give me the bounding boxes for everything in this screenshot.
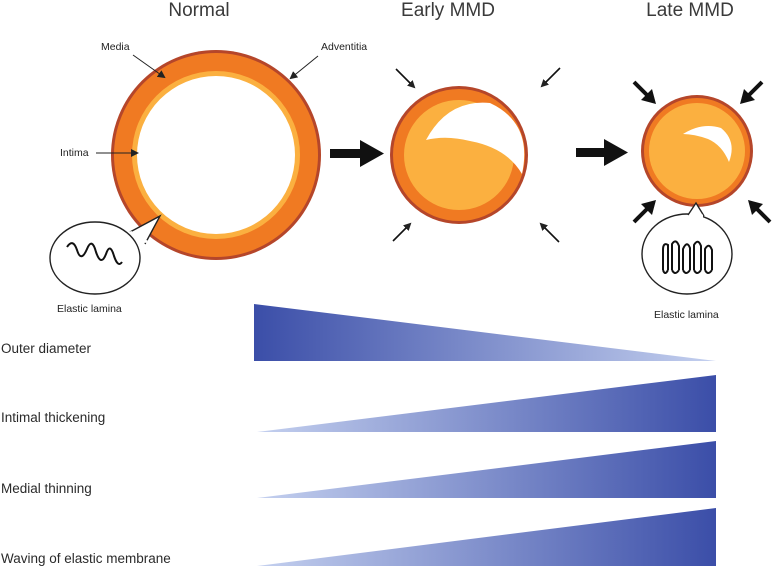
normal-lumen [137, 76, 295, 234]
elastic-lamina-bubble-normal [49, 214, 162, 295]
progression-arrow-2 [576, 139, 628, 166]
progression-arrow-1 [330, 140, 384, 167]
increasing-wedge-medial-thinning [257, 441, 716, 498]
compression-arrow-late-tl [632, 80, 650, 98]
late-lumen [683, 126, 732, 162]
trend-label-medial-thinning: Medial thinning [1, 481, 92, 496]
trend-outer-diameter: Outer diameter [1, 304, 716, 361]
compression-arrow-early-tl [395, 68, 416, 89]
compression-arrows-late [632, 80, 772, 224]
label-elastic-lamina-late: Elastic lamina [654, 309, 719, 321]
media-pointer-arrow [132, 54, 166, 79]
label-adventitia: Adventitia [321, 41, 367, 53]
bubble-tail-late [687, 201, 705, 217]
compression-arrow-early-bl [392, 222, 412, 242]
adventitia-pointer-arrow [289, 55, 319, 80]
waved-elastic-lamina-folds [662, 240, 713, 270]
trend-label-intimal-thickening: Intimal thickening [1, 410, 105, 425]
label-elastic-lamina-normal: Elastic lamina [57, 303, 122, 315]
late-mmd-vessel [641, 95, 753, 207]
late-intima-layer [649, 103, 745, 199]
increasing-wedge-intimal-thickening [257, 375, 716, 432]
compression-arrow-early-tr [540, 67, 561, 88]
elastic-lamina-bubble-late [641, 201, 733, 295]
trend-medial-thinning: Medial thinning [1, 441, 716, 498]
early-lumen [426, 102, 525, 174]
increasing-wedge-waving-elastic-membrane [257, 508, 716, 566]
compression-arrow-late-tr [746, 80, 764, 98]
trend-label-waving-elastic-membrane: Waving of elastic membrane [1, 551, 171, 566]
straight-elastic-lamina-wave [66, 242, 123, 265]
label-intima: Intima [60, 147, 89, 159]
stage-title-late-mmd: Late MMD [646, 0, 734, 21]
stage-title-early-mmd: Early MMD [401, 0, 495, 21]
early-mmd-vessel [390, 86, 528, 224]
normal-vessel [111, 50, 321, 260]
compression-arrow-early-br [539, 222, 560, 243]
bubble-late [641, 213, 733, 295]
label-media: Media [101, 41, 130, 53]
compression-arrow-late-br [754, 206, 772, 224]
trend-intimal-thickening: Intimal thickening [1, 375, 716, 432]
bubble-normal [49, 221, 141, 295]
trend-label-outer-diameter: Outer diameter [1, 341, 92, 356]
stage-title-normal: Normal [168, 0, 229, 21]
trend-waving-elastic-membrane: Waving of elastic membrane [1, 508, 716, 566]
compression-arrow-late-bl [632, 206, 650, 224]
decreasing-wedge-outer-diameter [254, 304, 716, 361]
